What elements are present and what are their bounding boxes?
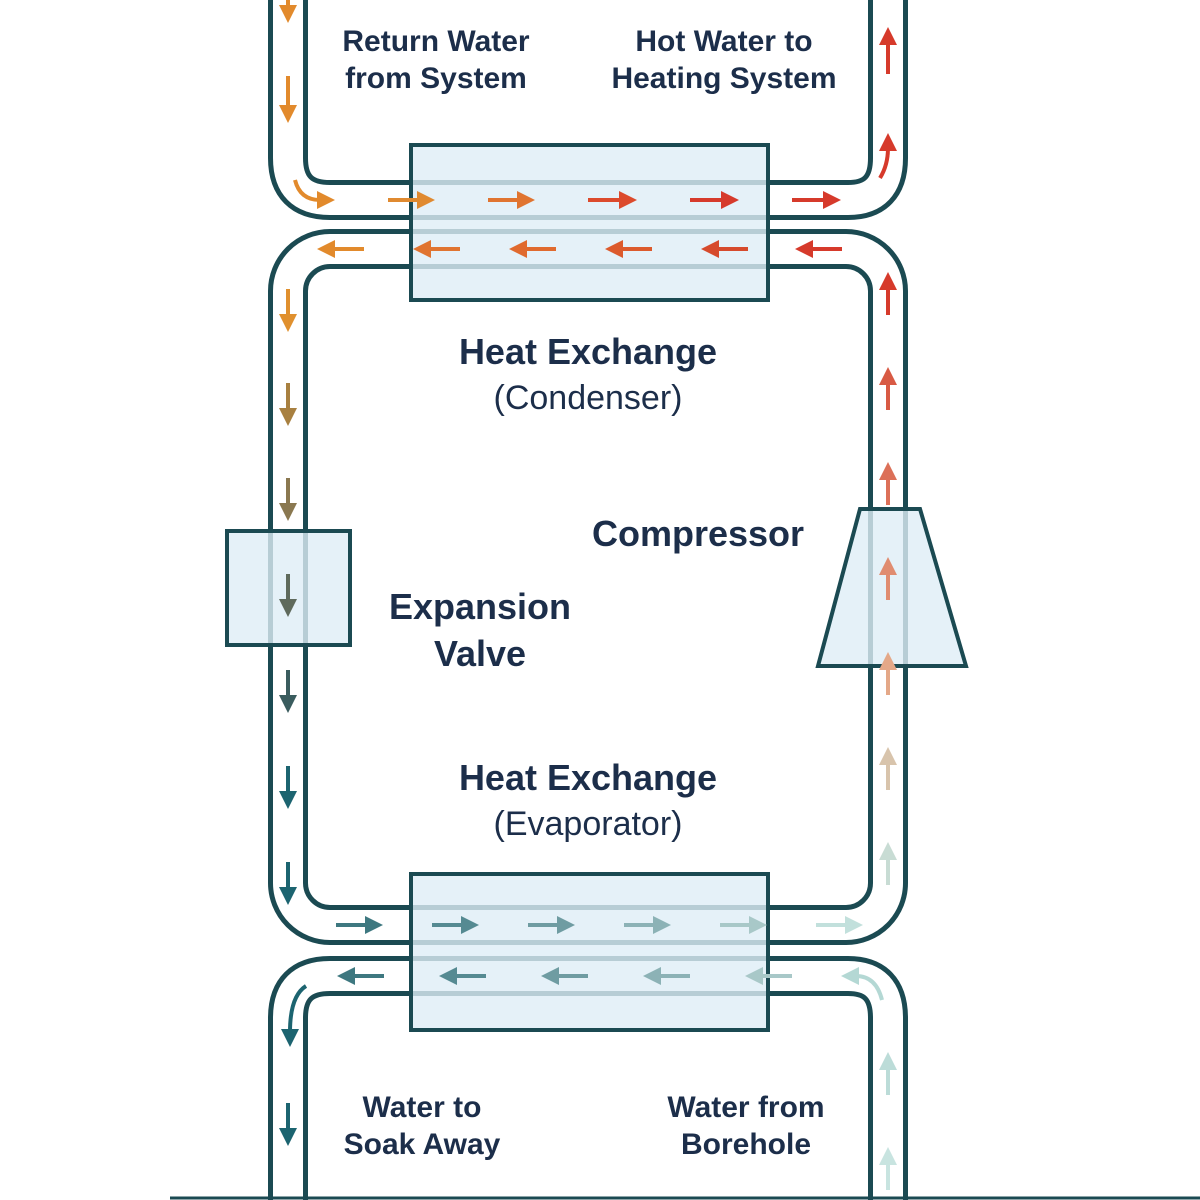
expansion-valve-label: Expansion Valve — [388, 586, 572, 674]
evaporator-title: Heat Exchange — [458, 757, 718, 798]
compressor-body — [815, 507, 969, 668]
water-to-soak-label: Water to Soak Away — [343, 1091, 501, 1161]
hot-water-label: Hot Water to Heating System — [611, 25, 837, 95]
evaporator-subtitle: (Evaporator) — [493, 804, 683, 843]
condenser-title: Heat Exchange — [458, 331, 718, 372]
condenser-subtitle: (Condenser) — [493, 378, 683, 417]
ground-flow-arrows — [279, 967, 897, 1190]
flow-arrow — [293, 179, 335, 209]
return-water-label: Return Water from System — [342, 25, 530, 95]
compressor-label: Compressor — [591, 513, 805, 554]
evaporator-label: Heat Exchange (Evaporator) — [420, 756, 756, 845]
flow-arrow — [878, 133, 897, 180]
refrigerant-flow-arrows — [279, 240, 897, 934]
flow-arrow — [841, 967, 884, 1001]
heating-flow-arrows — [279, 0, 897, 209]
flow-arrow — [281, 984, 308, 1047]
condenser-exchanger — [409, 143, 770, 302]
evaporator-exchanger — [409, 872, 770, 1032]
condenser-label: Heat Exchange (Condenser) — [420, 330, 756, 419]
water-from-borehole-label: Water from Borehole — [667, 1091, 825, 1161]
